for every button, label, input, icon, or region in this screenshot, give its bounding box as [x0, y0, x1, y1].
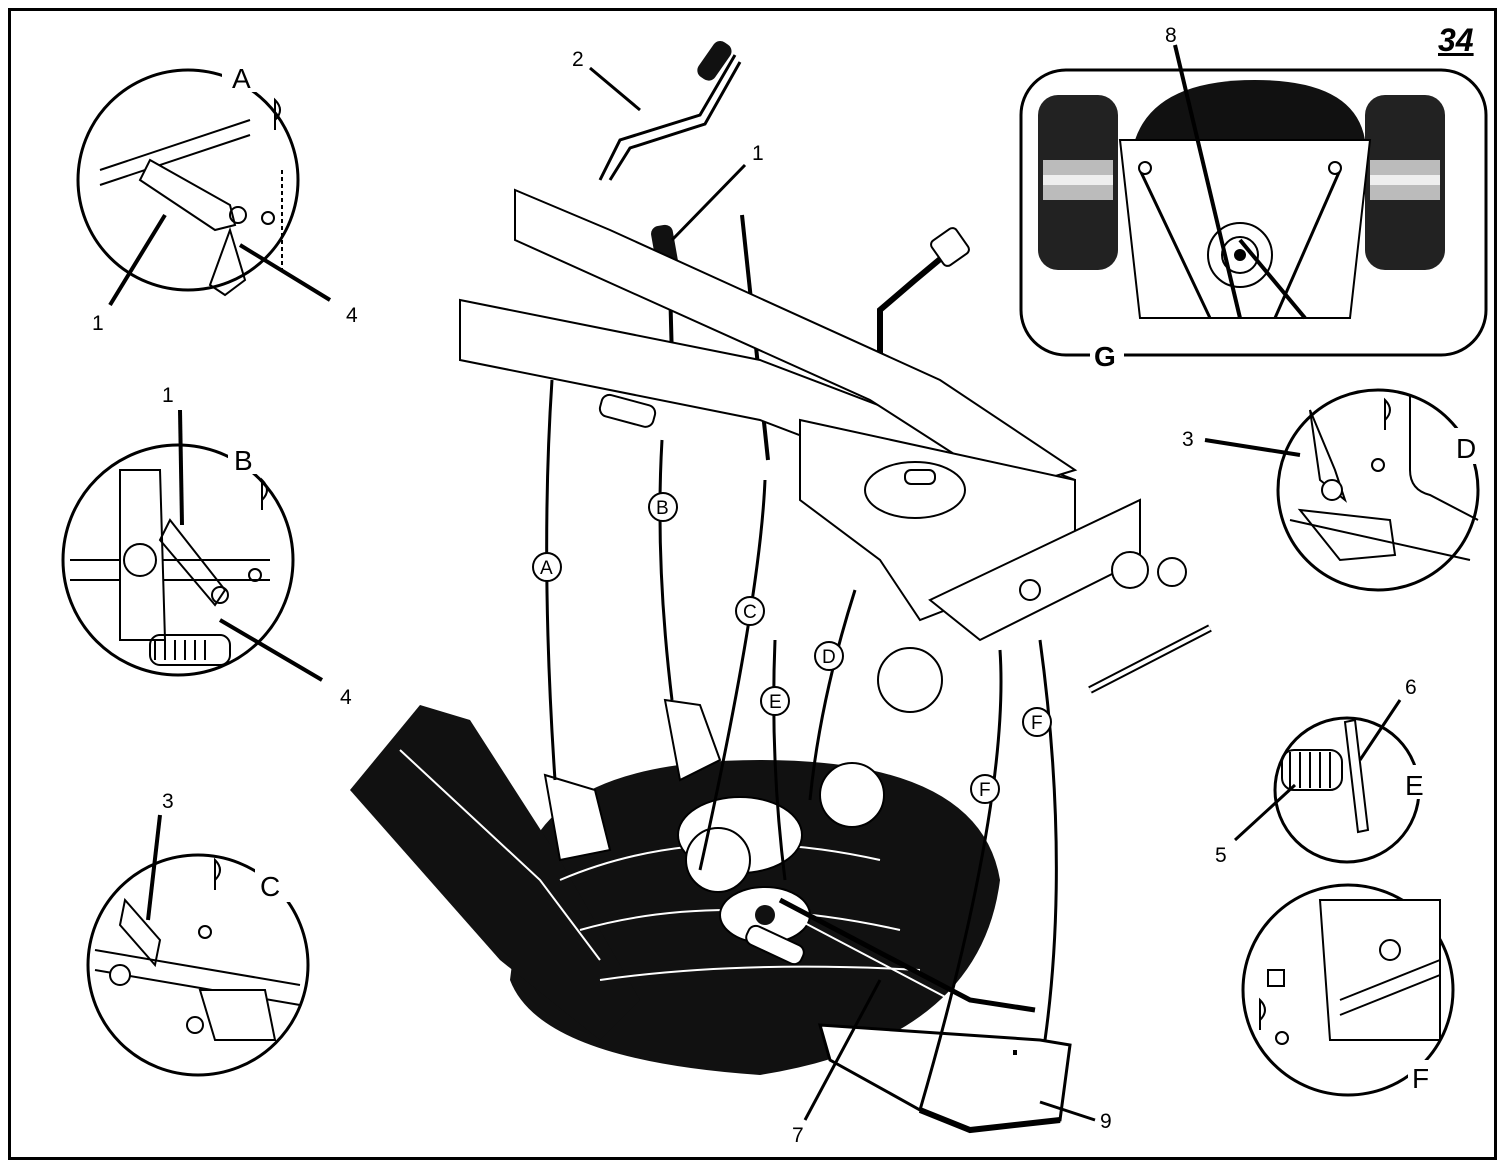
marker-a: A	[540, 558, 553, 579]
label-1-detail-b: 1	[162, 384, 174, 407]
marker-c: C	[743, 602, 757, 623]
linkage-lines	[545, 379, 1058, 1111]
main-assembly: 2 1	[350, 41, 1212, 1147]
marker-b: B	[656, 498, 669, 519]
marker-e: E	[769, 692, 782, 713]
detail-c: C 3	[86, 790, 310, 1077]
detail-e-letter: E	[1405, 770, 1424, 801]
page-number: 34	[1438, 22, 1474, 58]
detail-d: D 3	[1182, 388, 1488, 592]
detail-e: E 6 5	[1215, 676, 1434, 867]
linkage-markers: A B C D E F F	[532, 492, 1052, 804]
label-8: 8	[1165, 24, 1177, 47]
detail-g: G 8	[1019, 24, 1488, 372]
label-3-detail-c: 3	[162, 790, 174, 813]
label-3-detail-d: 3	[1182, 428, 1194, 451]
marker-d: D	[822, 647, 836, 668]
label-2: 2	[572, 48, 584, 71]
detail-c-letter: C	[260, 871, 280, 902]
marker-f-2: F	[979, 780, 991, 801]
label-5: 5	[1215, 844, 1227, 867]
detail-g-letter: G	[1094, 341, 1116, 372]
detail-b-letter: B	[234, 445, 253, 476]
label-9: 9	[1100, 1110, 1112, 1133]
detail-b: B 1 4	[61, 384, 352, 709]
label-4-detail-a: 4	[346, 304, 358, 327]
detail-f-letter: F	[1412, 1063, 1429, 1094]
label-4-detail-b: 4	[340, 686, 352, 709]
detail-a-letter: A	[232, 63, 251, 94]
page-frame	[8, 8, 1497, 1160]
label-1-detail-a: 1	[92, 312, 104, 335]
detail-a: A 1 4	[76, 58, 358, 335]
detail-f: F	[1241, 883, 1455, 1097]
label-7: 7	[792, 1124, 804, 1147]
label-1-main: 1	[752, 142, 764, 165]
marker-f-1: F	[1031, 713, 1043, 734]
label-6: 6	[1405, 676, 1417, 699]
detail-d-letter: D	[1456, 433, 1476, 464]
